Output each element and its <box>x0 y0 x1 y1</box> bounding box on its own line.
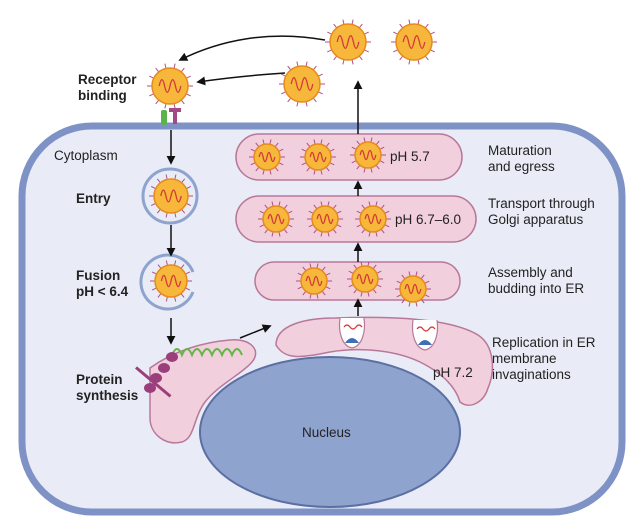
protein-synthesis-line-2: synthesis <box>76 388 139 403</box>
fusion-vesicle <box>139 253 195 311</box>
ph-maturation: pH 5.7 <box>390 149 430 164</box>
virus-particle <box>300 139 336 175</box>
virus-particle <box>325 19 371 65</box>
label-receptor-binding: Receptor binding <box>78 72 137 104</box>
transport-line-1: Transport through <box>488 196 595 211</box>
fusion-line-1: Fusion <box>76 268 121 283</box>
virus-particle <box>150 260 192 302</box>
entry-vesicle <box>141 167 199 225</box>
virus-particle <box>258 201 294 237</box>
nucleus <box>199 356 461 508</box>
virus-particle <box>355 201 391 237</box>
receptors <box>161 108 181 125</box>
label-protein-synthesis: Protein synthesis <box>76 372 138 404</box>
label-fusion: Fusion pH < 6.4 <box>76 268 128 300</box>
maturation-line-1: Maturation <box>488 143 552 158</box>
replication-line-2: membrane <box>492 351 557 366</box>
label-cytoplasm: Cytoplasm <box>54 148 118 163</box>
assembly-line-1: Assembly and <box>488 265 573 280</box>
maturation-vesicle <box>235 133 463 181</box>
ph-transport: pH 6.7–6.0 <box>395 212 462 227</box>
label-transport: Transport through Golgi apparatus <box>488 196 595 228</box>
replication-line-1: Replication in ER <box>492 335 596 350</box>
ph-replication: pH 7.2 <box>433 365 473 380</box>
protein-synthesis-line-1: Protein <box>76 372 123 387</box>
virus-particle <box>391 19 437 65</box>
rough-er <box>149 339 257 444</box>
virus-particle <box>296 263 332 299</box>
virus-particle <box>350 137 386 173</box>
flow-arrows <box>166 35 363 345</box>
receptor-binding-line-2: binding <box>78 88 127 103</box>
ribosomes <box>135 352 178 398</box>
virus-particle <box>347 261 383 297</box>
virus-particle <box>395 271 431 307</box>
label-nucleus: Nucleus <box>302 425 351 440</box>
fusion-line-2: pH < 6.4 <box>76 284 129 299</box>
receptor-binding-line-1: Receptor <box>78 72 137 87</box>
label-maturation: Maturation and egress <box>488 143 555 175</box>
replication-rna <box>343 324 436 332</box>
virus-group <box>147 19 437 307</box>
assembly-line-2: budding into ER <box>488 281 585 296</box>
label-assembly: Assembly and budding into ER <box>488 265 584 297</box>
maturation-line-2: and egress <box>488 159 555 174</box>
virus-particle <box>249 139 285 175</box>
replication-line-3: invaginations <box>492 367 571 382</box>
replication-er <box>275 316 494 406</box>
virus-particle <box>279 61 325 107</box>
label-entry: Entry <box>76 191 111 206</box>
label-replication: Replication in ER membrane invaginations <box>492 335 596 383</box>
replication-complex <box>345 338 432 345</box>
virus-particle <box>307 201 343 237</box>
virus-particle <box>149 174 193 218</box>
virus-particle <box>147 63 193 109</box>
transport-line-2: Golgi apparatus <box>488 212 584 227</box>
mrna-strand <box>171 348 243 358</box>
